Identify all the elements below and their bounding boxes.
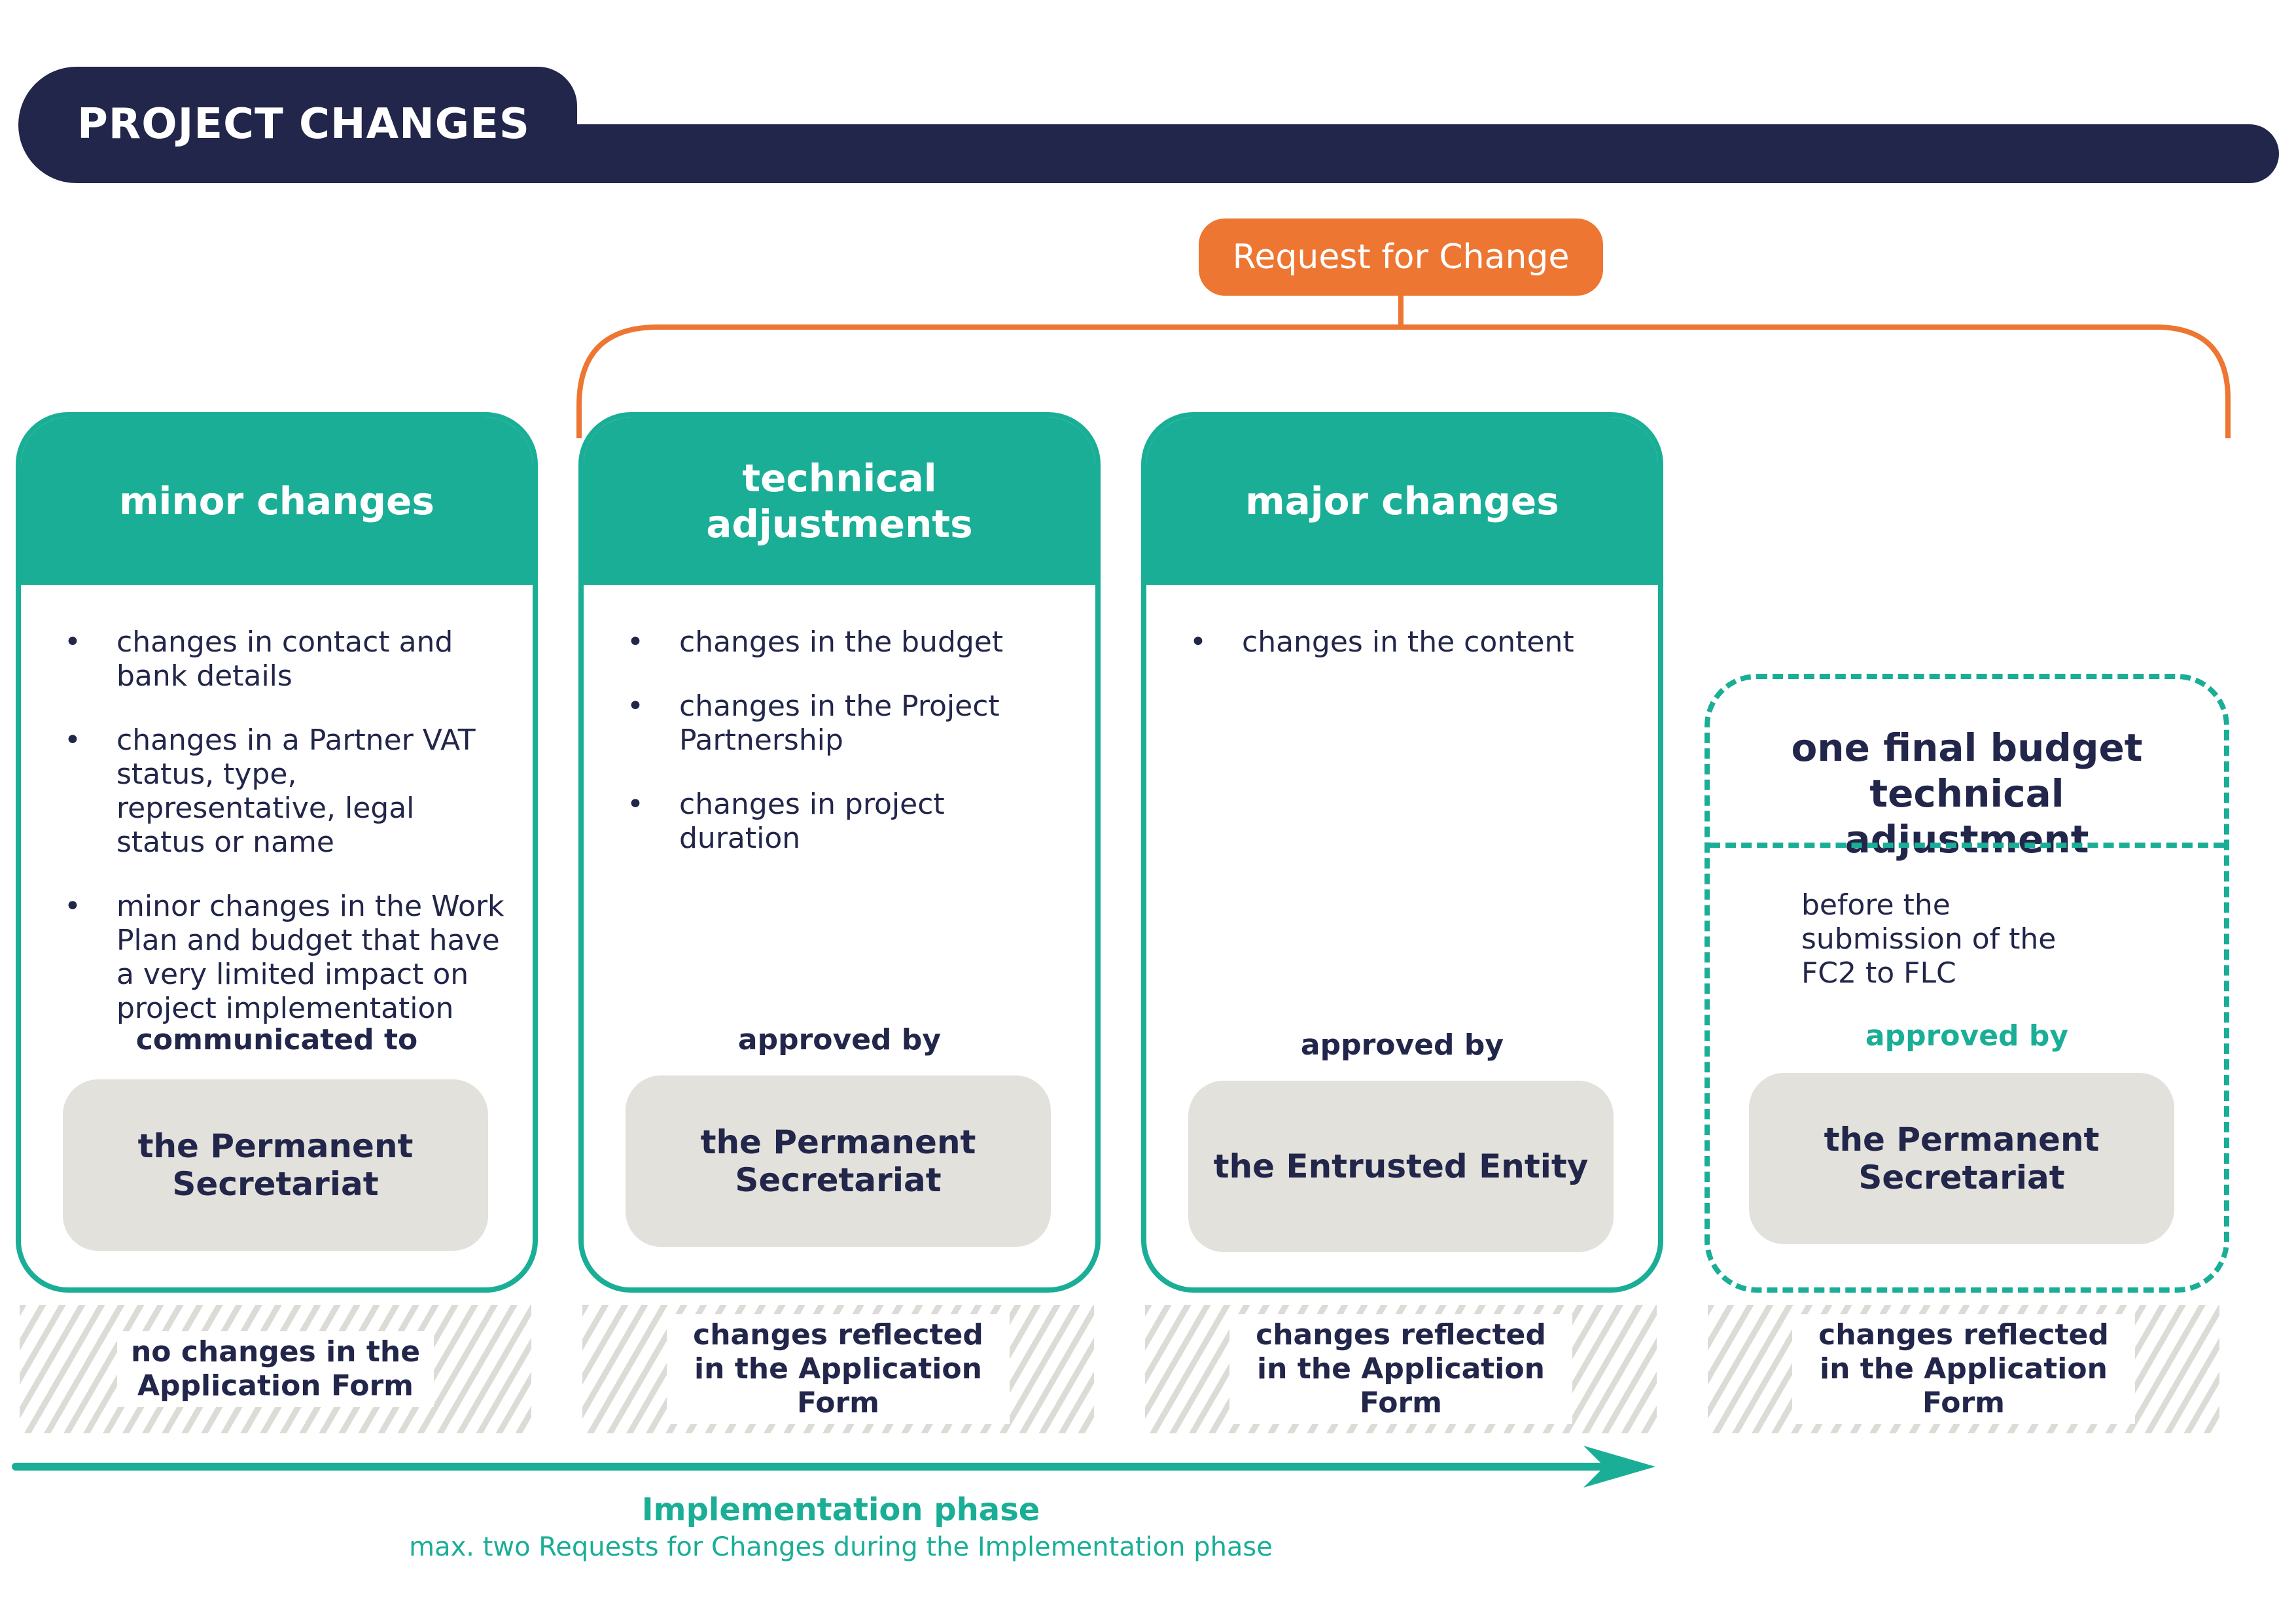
card-note: before the submission of the FC2 to FLC [1801, 888, 2057, 990]
list-item: •changes in the content [1190, 625, 1574, 659]
list-item: •changes in contact and bank details [64, 625, 453, 693]
card-title: technical adjustments [584, 417, 1095, 585]
arrow-head-icon [1583, 1446, 1655, 1488]
request-bracket [576, 296, 2231, 438]
footer-note: no changes in the Application Form [20, 1305, 531, 1433]
footer-note: changes reflected in the Application For… [1145, 1305, 1657, 1433]
request-for-change-badge: Request for Change [1199, 218, 1603, 296]
bullet-icon: • [627, 625, 644, 659]
bullet-list: •changes in the budget •changes in the P… [620, 625, 1069, 886]
card-final-budget-adjustment: one final budget technical adjustment be… [1704, 674, 2229, 1293]
authority-box: the Permanent Secretariat [63, 1079, 488, 1251]
card-minor-changes: minor changes •changes in contact and ba… [16, 412, 538, 1293]
authority-box: the Permanent Secretariat [1749, 1073, 2174, 1244]
card-technical-adjustments: technical adjustments •changes in the bu… [578, 412, 1101, 1293]
authority-box: the Entrusted Entity [1188, 1081, 1614, 1252]
bullet-icon: • [64, 724, 81, 757]
implementation-phase-subtitle: max. two Requests for Changes during the… [409, 1532, 1273, 1562]
card-title: one final budget technical adjustment [1791, 725, 2143, 862]
bullet-icon: • [64, 890, 81, 923]
list-item: •changes in the Project Partnership [627, 689, 1000, 757]
list-item: •changes in a Partner VAT status, type, … [64, 724, 476, 859]
page-title: PROJECT CHANGES [77, 100, 530, 148]
card-title: minor changes [21, 417, 533, 585]
bullet-list: •changes in contact and bank details •ch… [58, 625, 506, 1056]
footer-note: changes reflected in the Application For… [582, 1305, 1094, 1433]
footer-note: changes reflected in the Application For… [1708, 1305, 2219, 1433]
list-item: •changes in the budget [627, 625, 1004, 659]
list-item: •minor changes in the Work Plan and budg… [64, 890, 504, 1025]
authority-box: the Permanent Secretariat [626, 1075, 1051, 1247]
approval-label: approved by [1300, 1028, 1504, 1062]
bullet-icon: • [1190, 625, 1207, 659]
approval-label: approved by [1865, 1019, 2069, 1053]
dashed-divider [1710, 843, 2224, 848]
bullet-icon: • [627, 689, 644, 723]
title-bar [366, 124, 2279, 183]
approval-label: communicated to [135, 1023, 418, 1056]
card-title: major changes [1146, 417, 1658, 585]
bullet-icon: • [627, 788, 644, 821]
implementation-phase-title: Implementation phase [641, 1492, 1040, 1528]
implementation-arrow [12, 1446, 1655, 1488]
bullet-list: •changes in the content [1183, 625, 1632, 689]
list-item: •changes in project duration [627, 788, 945, 855]
approval-label: approved by [737, 1023, 942, 1056]
card-major-changes: major changes •changes in the content ap… [1141, 412, 1663, 1293]
bullet-icon: • [64, 625, 81, 659]
